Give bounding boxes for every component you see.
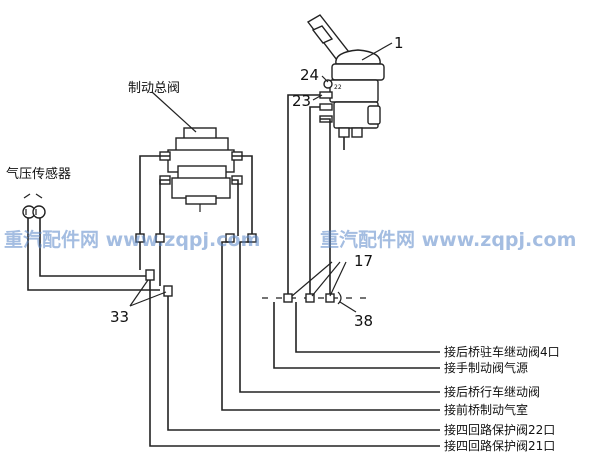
- callout-38: 38: [354, 312, 373, 330]
- port-mark-22: 22: [334, 84, 342, 91]
- callout-17: 17: [354, 252, 373, 270]
- pressure-sensor: [22, 193, 46, 219]
- connection-label-3: 接后桥行车继动阀: [444, 384, 540, 399]
- connection-label-2: 接手制动阀气源: [444, 360, 528, 375]
- connection-label-1: 接后桥驻车继动阀4口: [444, 344, 560, 359]
- callout-24: 24: [300, 66, 319, 84]
- callout-33: 33: [110, 308, 129, 326]
- callout-23: 23: [292, 92, 311, 110]
- callout-1: 1: [394, 34, 404, 52]
- watermark-right: 重汽配件网 www.zqpj.com: [320, 228, 576, 251]
- connection-label-6: 接四回路保护阀21口: [444, 438, 555, 453]
- callout-leaders: [129, 261, 357, 313]
- pressure-sensor-label: 气压传感器: [6, 166, 71, 182]
- brake-valve-label: 制动总阀: [128, 81, 180, 96]
- connection-label-5: 接四回路保护阀22口: [444, 422, 555, 437]
- connection-label-4: 接前桥制动气室: [444, 402, 528, 417]
- foot-brake-valve: [151, 91, 243, 212]
- hand-brake-valve: 22: [306, 14, 385, 138]
- watermark-left: 重汽配件网 www.zqpj.com: [4, 228, 260, 251]
- hand-valve-leaders: [312, 42, 393, 101]
- piping: [27, 94, 440, 447]
